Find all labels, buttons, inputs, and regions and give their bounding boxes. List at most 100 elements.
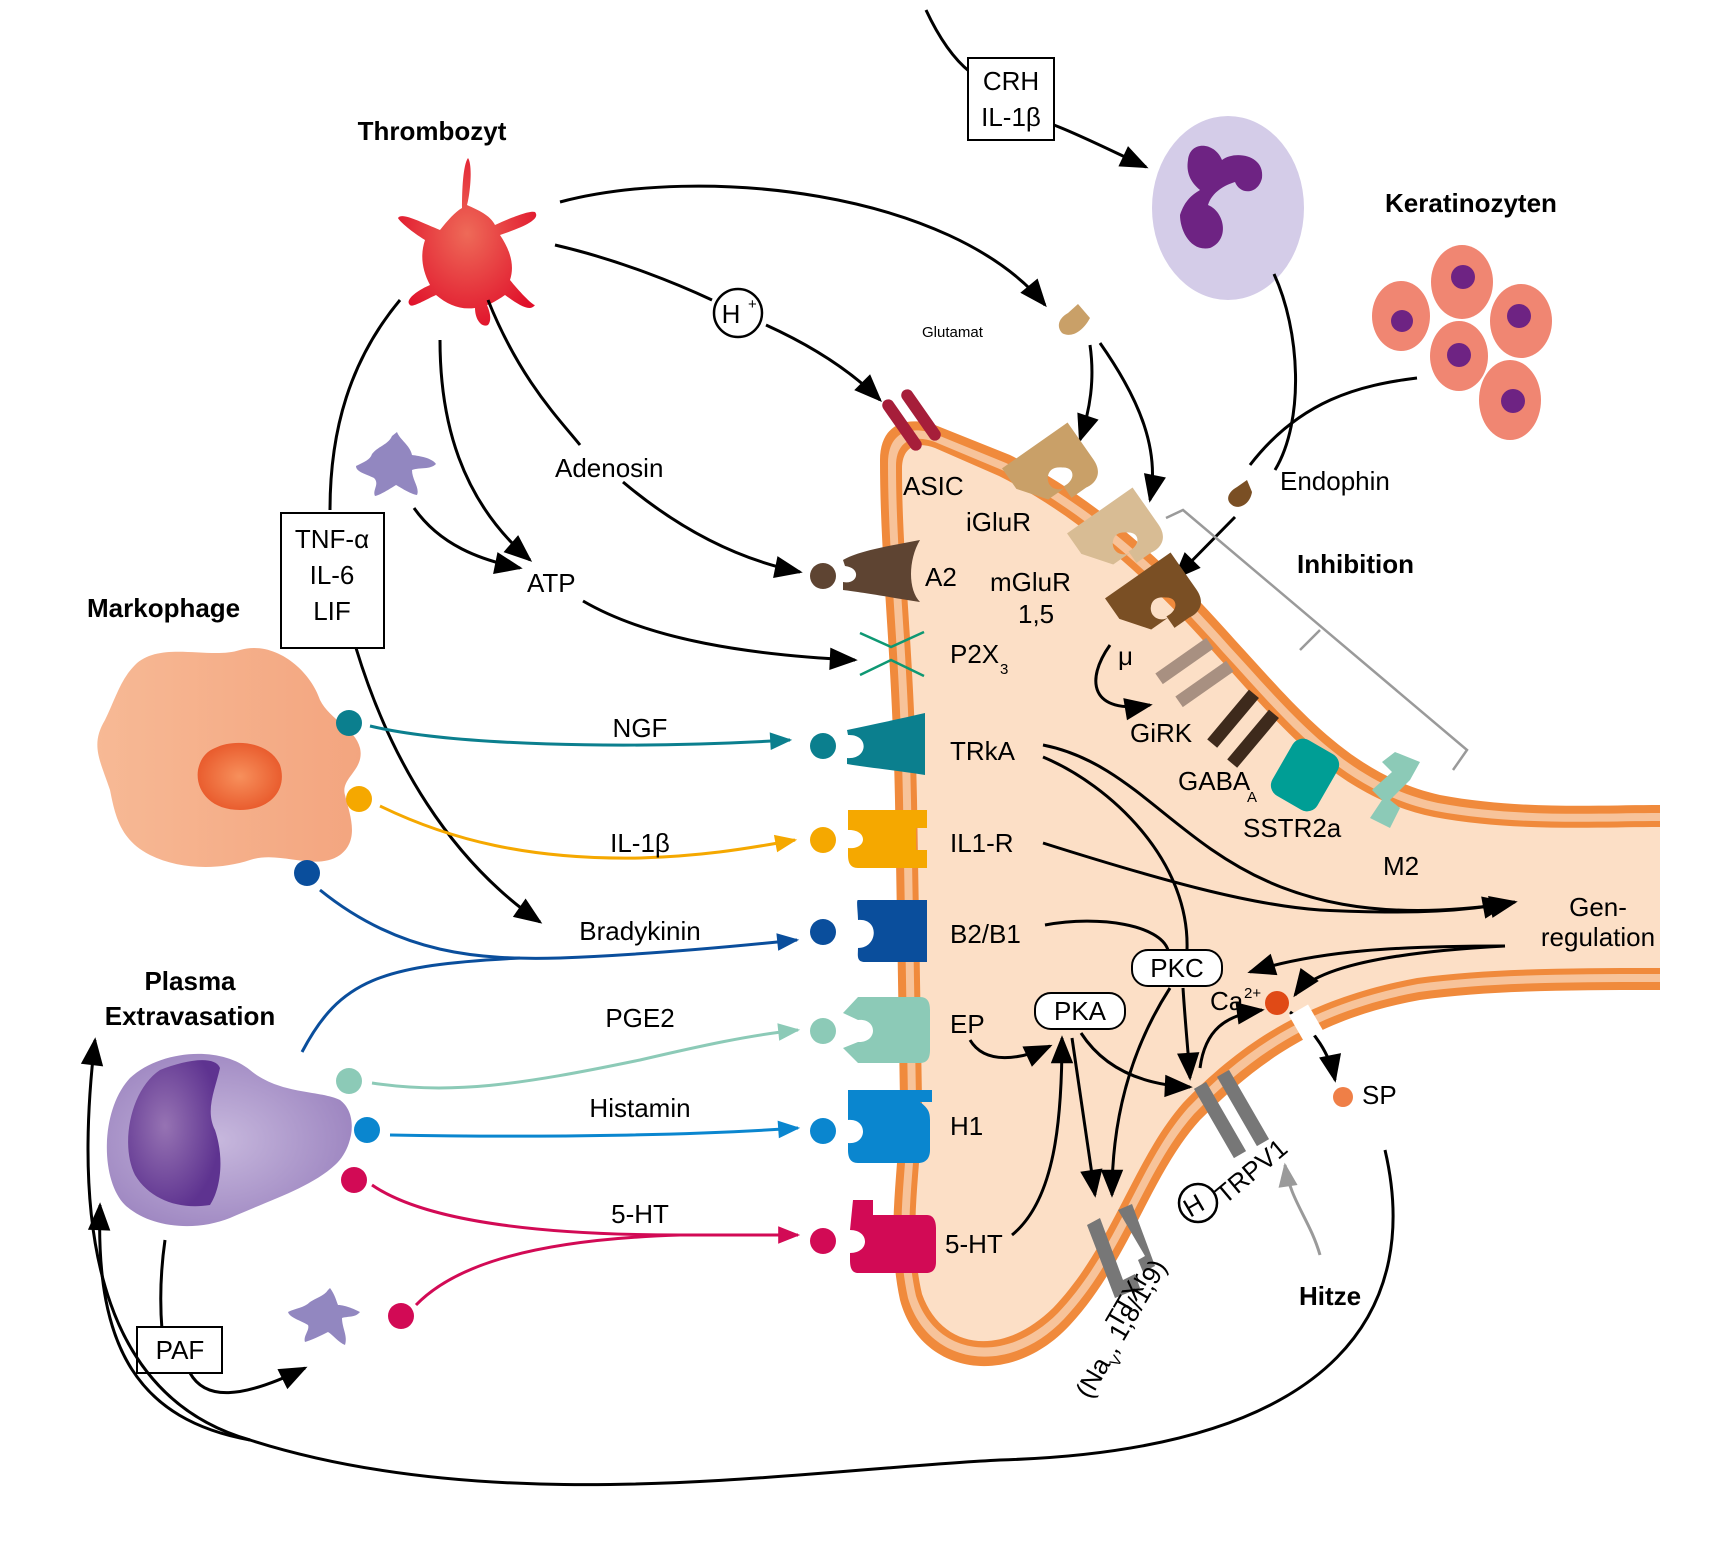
label-ht5-receptor: 5-HT — [945, 1229, 1003, 1259]
arrow-il1r-to-genregulation — [1042, 841, 1511, 919]
paf-box: PAF — [136, 1326, 223, 1374]
keratinocyte-to-endophin-line — [1248, 376, 1418, 466]
arrow-pge2 — [371, 1023, 801, 1090]
label-atp: ATP — [527, 568, 576, 598]
arrow-glutamat-to-iglur — [1077, 344, 1099, 443]
arrow-small-cell-to-atp — [412, 507, 523, 575]
thrombocyte-cell — [398, 158, 537, 326]
neutrophil-cell — [1152, 116, 1304, 300]
label-histamin: Histamin — [589, 1093, 690, 1123]
arrow-crh-to-neutrophil — [1053, 123, 1149, 169]
b2b1-to-pkc-line — [1044, 919, 1170, 951]
arrow-pkc-to-ttxr — [1100, 987, 1172, 1198]
serotonin-line-small-cell — [414, 1233, 681, 1307]
thrombozyt-to-tnf-line — [328, 299, 402, 511]
m2-receptor-icon — [1370, 752, 1420, 828]
arrow-tnf-to-bradykinin — [354, 647, 543, 924]
box-text-tnf: TNF-α — [295, 524, 369, 554]
ttxr-channel-icon — [1087, 1204, 1155, 1298]
serotonin-dot-mastcell — [341, 1167, 367, 1193]
histamin-dot-bound — [810, 1118, 836, 1144]
adenosin-ligand-dot — [810, 563, 836, 589]
arrow-pka-to-ttxr — [1070, 1037, 1103, 1198]
arrow-sp-to-mastcell — [87, 1202, 251, 1442]
label-girk: GiRK — [1130, 718, 1193, 748]
label-glutamat: Glutamat — [922, 324, 984, 341]
mu-opioid-receptor-icon — [1105, 552, 1201, 630]
arrow-h-plus-to-asic — [765, 323, 882, 402]
arrow-pkc-to-trpv1 — [1177, 987, 1200, 1081]
arrow-genregulation-to-ca — [1293, 944, 1506, 998]
calcium-ion-dot — [1265, 991, 1289, 1015]
il1b-dot-source — [346, 786, 372, 812]
arrow-bradykinin — [319, 888, 800, 960]
arrow-sp-to-plasma-extravasation — [80, 1037, 1395, 1487]
ngf-dot-bound — [810, 733, 836, 759]
crh-input-line — [924, 9, 971, 74]
neuron-terminal — [880, 421, 1660, 1367]
pge2-dot-source — [336, 1068, 362, 1094]
arrow-thrombozyt-to-atp — [438, 339, 533, 562]
pkc-box: PKC — [1131, 949, 1223, 987]
label-extravasation: Extravasation — [105, 1001, 276, 1031]
serotonin-dot-small-cell — [388, 1303, 414, 1329]
bradykinin-dot-bound — [810, 919, 836, 945]
label-p2x-sub: 3 — [1000, 661, 1008, 678]
label-mglur-subtype: 1,5 — [1018, 599, 1054, 629]
mast-cell — [106, 1053, 352, 1227]
arrow-genregulation-to-pkc-area — [1247, 944, 1506, 976]
trka-receptor-icon — [847, 713, 925, 775]
pkc-text: PKC — [1150, 953, 1203, 983]
h-plus-text: H — [722, 299, 741, 329]
label-genregulation-2: regulation — [1541, 922, 1655, 952]
substance-p-dot — [1333, 1087, 1353, 1107]
trpv1-channel-icon — [1193, 1069, 1270, 1159]
trka-to-pkc-line — [1042, 755, 1189, 951]
label-ca-sup: 2+ — [1244, 985, 1261, 1002]
crh-il1b-box: CRH IL-1β — [967, 57, 1055, 141]
arrow-5ht-to-pka — [1011, 1035, 1074, 1237]
endophin-ligand-icon — [1228, 480, 1252, 507]
box-text-crh: CRH — [983, 66, 1039, 96]
arrow-trpv1-to-ca — [1198, 1002, 1265, 1069]
label-keratinozyten: Keratinozyten — [1385, 188, 1557, 218]
bradykinin-line-mastcell — [300, 956, 521, 1053]
box-text-il6: IL-6 — [310, 560, 355, 590]
pka-box: PKA — [1034, 992, 1126, 1030]
small-cell-bottom — [288, 1288, 360, 1345]
arrow-thrombozyt-to-glutamat — [559, 184, 1047, 308]
ngf-dot-source — [336, 710, 362, 736]
arrow-atp-to-p2x3 — [582, 599, 858, 670]
arrow-ngf — [369, 724, 793, 750]
label-a2: A2 — [925, 562, 957, 592]
small-cell-top — [356, 432, 436, 496]
label-mu: μ — [1118, 641, 1133, 671]
pge2-dot-bound — [810, 1018, 836, 1044]
label-iglur: iGluR — [966, 507, 1031, 537]
label-thrombozyt: Thrombozyt — [358, 116, 507, 146]
ht5-receptor-icon — [850, 1200, 936, 1273]
label-plasma: Plasma — [144, 966, 236, 996]
arrow-glutamat-to-mglur — [1098, 342, 1166, 503]
sstr2a-receptor-icon — [1270, 738, 1340, 812]
label-endophin: Endophin — [1280, 466, 1390, 496]
membrane-release-gap — [1288, 1004, 1324, 1042]
macrophage-cell — [97, 648, 361, 867]
label-gaba-sub: A — [1247, 789, 1257, 806]
arrow-mu-to-girk — [1094, 644, 1153, 721]
arrow-il1b — [379, 804, 798, 860]
arrow-hitze-to-trpv1 — [1278, 1162, 1322, 1256]
il1r-receptor-icon — [848, 810, 927, 868]
box-text-lif: LIF — [313, 596, 351, 626]
tnf-il6-lif-box: TNF-α IL-6 LIF — [280, 512, 385, 649]
h-plus-circle: H + — [712, 287, 764, 339]
arrow-histamin — [389, 1120, 801, 1139]
label-bradykinin: Bradykinin — [579, 916, 700, 946]
label-p2x: P2X — [950, 639, 999, 669]
keratinocytes-cluster — [1372, 245, 1552, 440]
inhibition-bracket — [1165, 508, 1469, 771]
label-asic: ASIC — [903, 471, 964, 501]
a2-receptor-icon — [843, 540, 920, 602]
label-serotonin: 5-HT — [611, 1199, 669, 1229]
